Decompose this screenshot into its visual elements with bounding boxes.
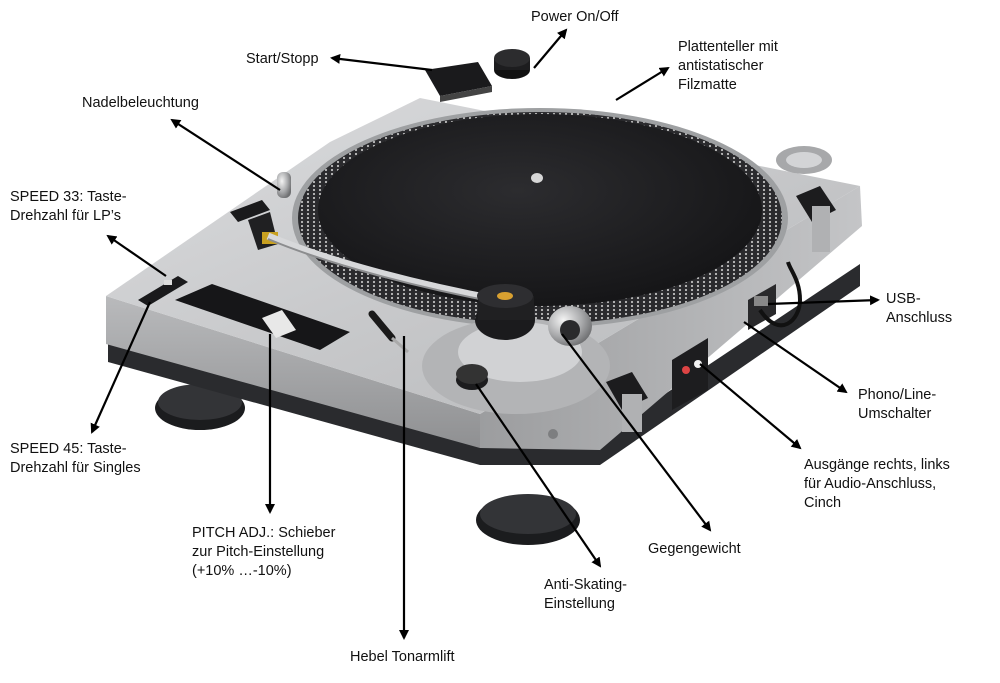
power-knob (494, 49, 530, 79)
label-start-line: Start/Stopp (246, 50, 319, 69)
label-platter-line-1: Plattenteller mit (678, 38, 778, 57)
anti-skating-knob (456, 364, 488, 390)
label-outputs-line-3: Cinch (804, 494, 950, 513)
counterweight (548, 306, 592, 346)
label-pitch-line-2: zur Pitch-Einstellung (192, 543, 335, 562)
label-anti-skating-line-1: Anti-Skating- (544, 576, 627, 595)
label-outputs-line-1: Ausgänge rechts, links (804, 456, 950, 475)
label-counterweight-line: Gegengewicht (648, 540, 741, 559)
label-phono-line-1: Phono/Line- (858, 386, 936, 405)
label-tonearm-lift: Hebel Tonarmlift (350, 648, 455, 667)
arrow-power (534, 30, 566, 68)
label-platter-line-3: Filzmatte (678, 76, 778, 95)
screw-hole (548, 429, 558, 439)
label-power-line: Power On/Off (531, 8, 619, 27)
label-speed33: SPEED 33: Taste- Drehzahl für LP’s (10, 188, 127, 226)
label-outputs: Ausgänge rechts, links für Audio-Anschlu… (804, 456, 950, 513)
label-pitch-line-1: PITCH ADJ.: Schieber (192, 524, 335, 543)
label-platter-line-2: antistatischer (678, 57, 778, 76)
arrow-needle-light (172, 120, 280, 190)
label-speed33-line-1: SPEED 33: Taste- (10, 188, 127, 207)
needle-light (277, 172, 291, 198)
label-platter: Plattenteller mit antistatischer Filzmat… (678, 38, 778, 95)
label-tonearm-lift-line: Hebel Tonarmlift (350, 648, 455, 667)
label-usb-line-2: Anschluss (886, 309, 952, 328)
arrow-outputs (700, 364, 800, 448)
label-needle-light-line: Nadelbeleuchtung (82, 94, 199, 113)
label-speed45: SPEED 45: Taste- Drehzahl für Singles (10, 440, 141, 478)
label-counterweight: Gegengewicht (648, 540, 741, 559)
arrow-platter (616, 68, 668, 100)
label-pitch: PITCH ADJ.: Schieber zur Pitch-Einstellu… (192, 524, 335, 581)
label-anti-skating-line-2: Einstellung (544, 595, 627, 614)
label-anti-skating: Anti-Skating- Einstellung (544, 576, 627, 614)
label-speed45-line-2: Drehzahl für Singles (10, 459, 141, 478)
label-pitch-line-3: (+10% …-10%) (192, 562, 335, 581)
label-outputs-line-2: für Audio-Anschluss, (804, 475, 950, 494)
arrow-phono-line (744, 322, 846, 392)
start-stop-button (425, 62, 492, 102)
label-start-stop: Start/Stopp (246, 50, 319, 69)
label-usb-line-1: USB- (886, 290, 952, 309)
arrow-start (332, 58, 432, 70)
arrow-speed33 (108, 236, 166, 276)
label-speed33-line-2: Drehzahl für LP’s (10, 207, 127, 226)
label-speed45-line-1: SPEED 45: Taste- (10, 440, 141, 459)
label-phono-line: Phono/Line- Umschalter (858, 386, 936, 424)
label-power: Power On/Off (531, 8, 619, 27)
label-usb: USB- Anschluss (886, 290, 952, 328)
label-needle-light: Nadelbeleuchtung (82, 94, 199, 113)
spindle (531, 173, 543, 183)
label-phono-line-2: Umschalter (858, 405, 936, 424)
